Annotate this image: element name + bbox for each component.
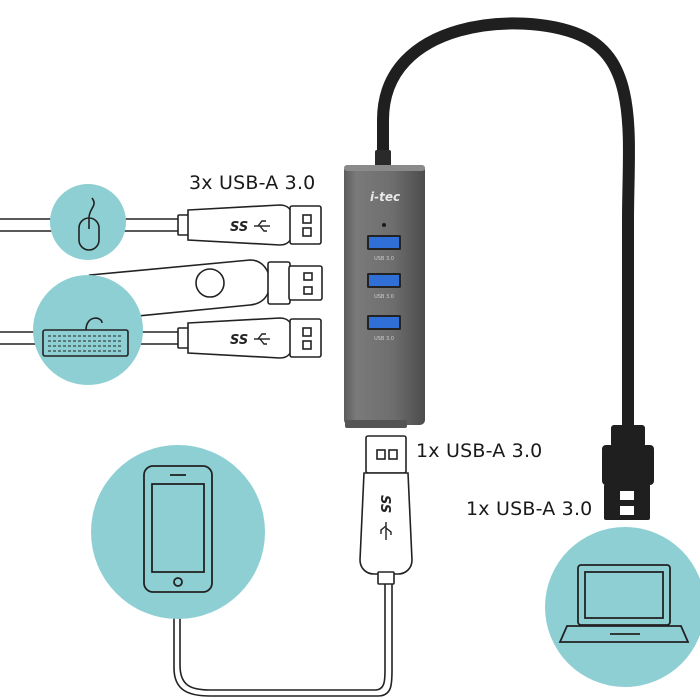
mouse-device (50, 184, 126, 260)
top-ports-label: 3x USB-A 3.0 (189, 172, 316, 194)
hub-cable (377, 17, 635, 436)
phone-cable (179, 580, 386, 691)
laptop-device (545, 527, 700, 687)
cable-plug-label: 1x USB-A 3.0 (466, 498, 593, 520)
keyboard-device (33, 275, 143, 385)
phone-usb-plug: SS (359, 435, 413, 585)
hub-brand-logo: i-tec (370, 190, 400, 204)
hub-port-3[interactable]: USB 3.0 (367, 315, 401, 342)
ss-badge-3: SS (377, 495, 392, 513)
usb-hub: i-tec USB 3.0 USB 3.0 USB 3.0 (344, 165, 425, 428)
keyboard-usb-plug: SS (177, 317, 322, 359)
hub-port-1[interactable]: USB 3.0 (367, 235, 401, 262)
svg-text:USB 3.0: USB 3.0 (374, 256, 394, 262)
hub-usb-plug (602, 425, 654, 520)
smartphone-device (91, 445, 265, 619)
svg-text:USB 3.0: USB 3.0 (374, 336, 394, 342)
smartphone-icon (143, 465, 213, 593)
hub-led (382, 223, 386, 227)
laptop-icon (558, 564, 690, 643)
hub-bottom-port[interactable] (345, 420, 407, 428)
hub-port-2[interactable]: USB 3.0 (367, 273, 401, 300)
keyboard-icon (42, 317, 129, 357)
mouse-usb-plug: SS (177, 204, 322, 246)
svg-text:USB 3.0: USB 3.0 (374, 294, 394, 300)
ss-badge-1: SS (230, 220, 248, 235)
ss-badge-2: SS (230, 333, 248, 348)
mouse-icon (78, 197, 100, 251)
bottom-port-label: 1x USB-A 3.0 (416, 440, 543, 462)
